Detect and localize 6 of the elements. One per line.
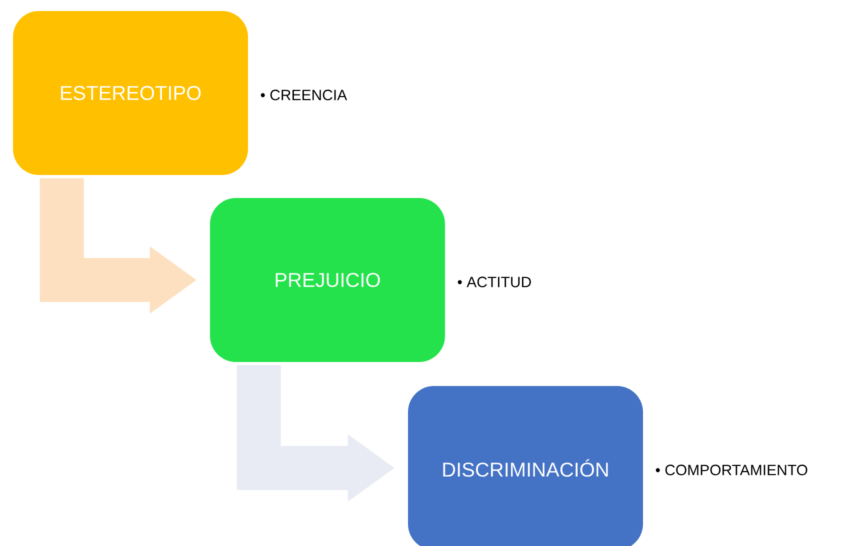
bullet-text: • COMPORTAMIENTO — [656, 464, 808, 476]
process-box: DISCRIMINACIÓN — [408, 386, 643, 546]
bullet-text: • ACTITUD — [458, 276, 531, 288]
bullet-text: • CREENCIA — [260, 90, 348, 100]
process-box: PREJUICIO — [210, 198, 445, 362]
process-box: ESTEREOTIPO — [13, 11, 248, 175]
